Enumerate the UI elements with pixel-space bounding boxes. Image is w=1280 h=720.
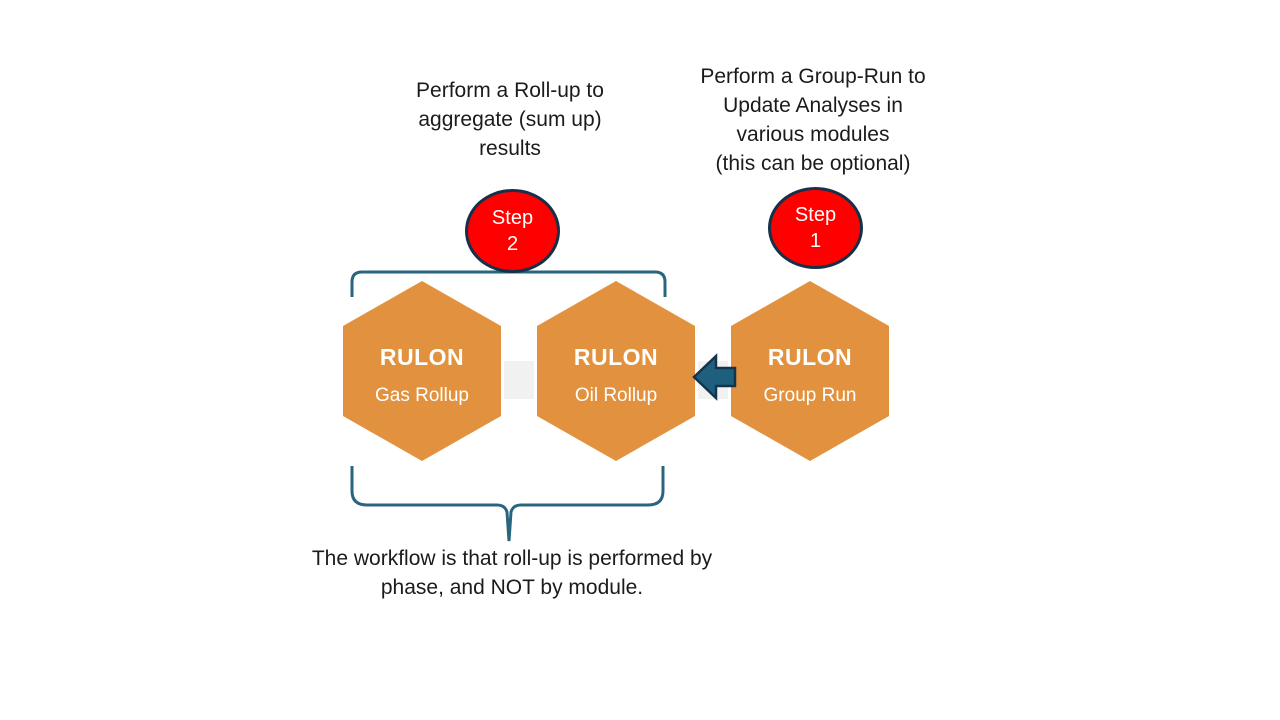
step-1-number: 1 (809, 230, 822, 252)
upward-curly-brace-shape (350, 466, 665, 542)
connector-band-left (504, 361, 534, 399)
hexagon-gas-title: RULON (379, 343, 465, 370)
hexagon-group-title: RULON (767, 343, 853, 370)
step-2-label: Step (491, 207, 534, 229)
hexagon-gas-subtitle: Gas Rollup (375, 384, 469, 406)
grouprun-annotation: Perform a Group-Run to Update Analyses i… (700, 65, 926, 175)
step-1-badge: Step 1 (768, 187, 863, 269)
hexagon-oil-title: RULON (573, 343, 659, 370)
connector-band-right (698, 361, 728, 399)
hexagon-oil-rollup: RULON Oil Rollup (537, 281, 695, 461)
step-2-number: 2 (506, 233, 519, 255)
hexagon-group-run: RULON Group Run (731, 281, 889, 461)
workflow-annotation: The workflow is that roll-up is performe… (311, 547, 713, 599)
rollup-annotation: Perform a Roll-up to aggregate (sum up) … (416, 79, 604, 160)
hexagon-oil-subtitle: Oil Rollup (574, 384, 658, 406)
step-1-label: Step (794, 204, 837, 226)
step-2-badge: Step 2 (465, 189, 560, 273)
hexagon-gas-rollup: RULON Gas Rollup (343, 281, 501, 461)
hexagon-group-subtitle: Group Run (763, 384, 857, 406)
